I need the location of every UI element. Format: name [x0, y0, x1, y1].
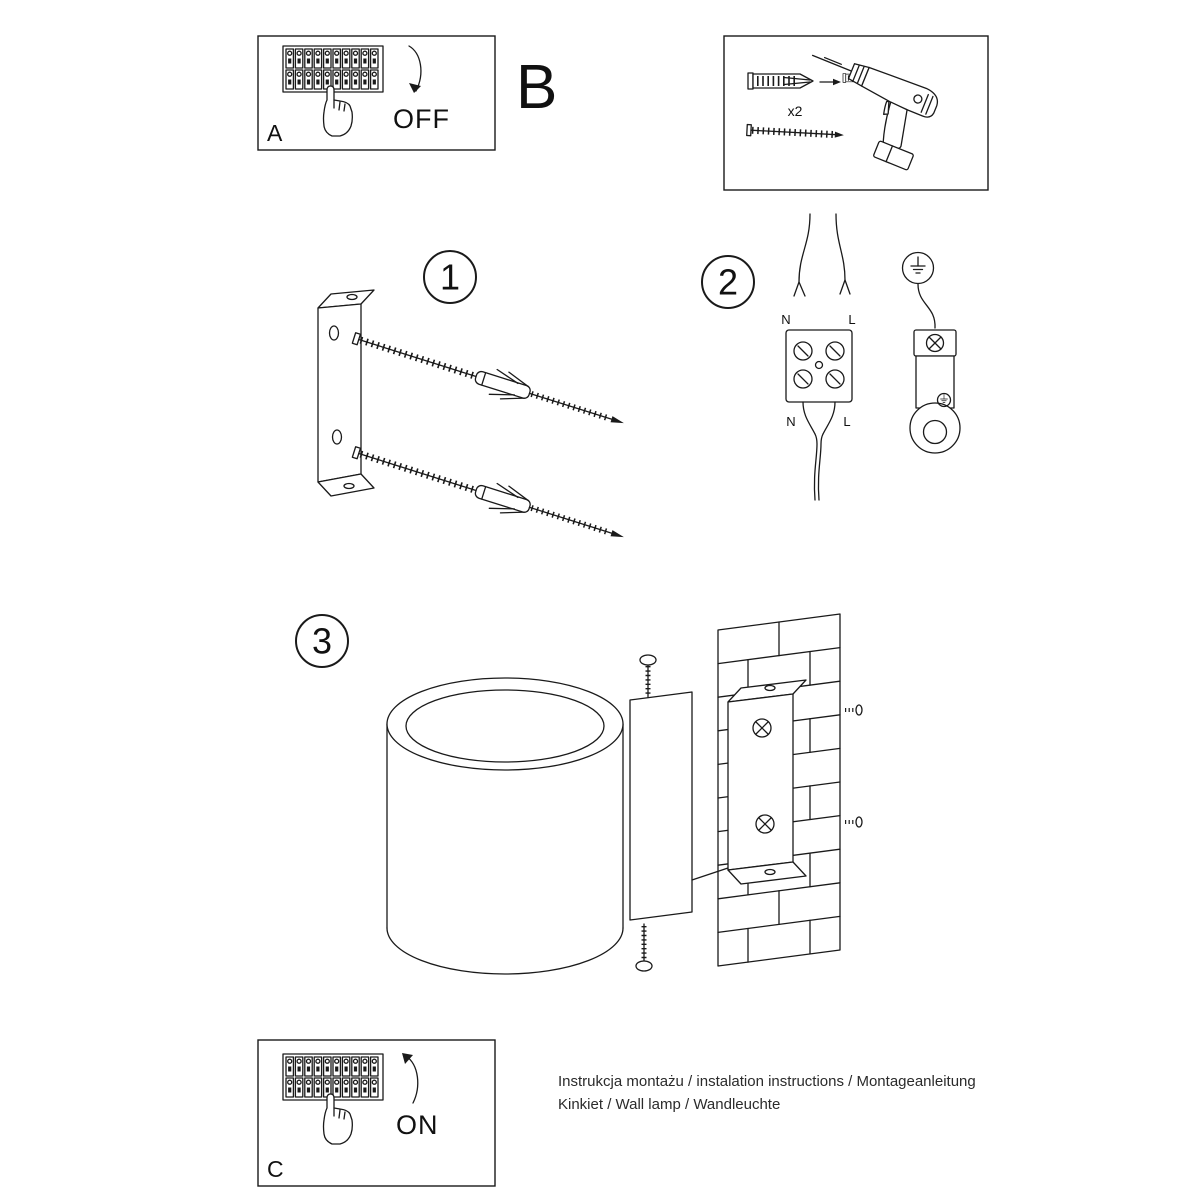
panel-c-letter: C — [267, 1156, 284, 1182]
panel-a-letter: A — [267, 120, 283, 146]
mounting-bracket-drawing — [317, 289, 375, 497]
wall-screw-bottom-right-drawing — [845, 816, 863, 828]
terminal-label-n-top: N — [781, 312, 790, 327]
wire-pair-top-drawing — [793, 213, 851, 297]
lamp-screw-bottom-drawing — [635, 923, 653, 972]
switch-on-arrow-icon — [402, 1053, 419, 1104]
panel-a-frame — [257, 35, 496, 151]
step-1: 1 — [317, 250, 628, 551]
panel-c-state-label: ON — [396, 1110, 439, 1140]
screw-anchor-drawing-bottom — [350, 439, 628, 551]
step-3-badge — [295, 614, 349, 668]
hand-icon — [322, 85, 353, 137]
terminal-label-l-bottom: L — [843, 414, 850, 429]
panel-a: OFF A — [257, 35, 496, 151]
earth-symbol-icon — [901, 251, 935, 285]
wall-bracket-drawing — [727, 679, 807, 885]
footer: Instrukcja montażu / instalation instruc… — [558, 1073, 976, 1113]
step-2-number: 2 — [718, 262, 738, 303]
earth-connector-drawing — [909, 329, 961, 454]
step-2: 2 N L N L — [701, 213, 961, 501]
screw-drawing — [746, 123, 844, 138]
panel-a-state-label: OFF — [393, 104, 450, 134]
step-3-number: 3 — [312, 621, 332, 662]
lamp-backplate-drawing — [629, 691, 729, 921]
terminal-label-l-top: L — [848, 312, 855, 327]
earth-wire-drawing — [917, 283, 936, 329]
tools-box: x2 — [723, 35, 989, 191]
wire-pair-bottom-drawing — [802, 401, 836, 501]
terminal-block-drawing — [785, 329, 853, 403]
breaker-panel-drawing — [283, 46, 383, 92]
footer-line-2: Kinkiet / Wall lamp / Wandleuchte — [558, 1096, 780, 1113]
lamp-screw-top-drawing — [639, 654, 657, 698]
tools-box-frame — [723, 35, 989, 191]
lamp-cylinder-drawing — [386, 677, 624, 975]
panel-c-frame — [257, 1039, 496, 1187]
step-2-badge — [701, 255, 755, 309]
panel-c: ON C — [257, 1039, 496, 1187]
screw-anchor-drawing-top — [350, 325, 628, 437]
step-3: 3 — [295, 613, 863, 975]
plug-quantity-label: x2 — [788, 103, 803, 119]
step-1-number: 1 — [440, 257, 460, 298]
footer-line-1: Instrukcja montażu / instalation instruc… — [558, 1073, 976, 1090]
terminal-label-n-bottom: N — [786, 414, 795, 429]
section-b-letter: B — [516, 53, 557, 122]
drill-drawing — [785, 43, 942, 173]
arrow-right-icon — [819, 78, 841, 86]
wall-plug-drawing — [748, 73, 813, 89]
switch-off-arrow-icon — [408, 45, 422, 93]
hand-icon-c — [322, 1093, 353, 1145]
breaker-panel-drawing-c — [283, 1054, 383, 1100]
wall-screw-top-right-drawing — [845, 704, 863, 716]
step-1-badge — [423, 250, 477, 304]
